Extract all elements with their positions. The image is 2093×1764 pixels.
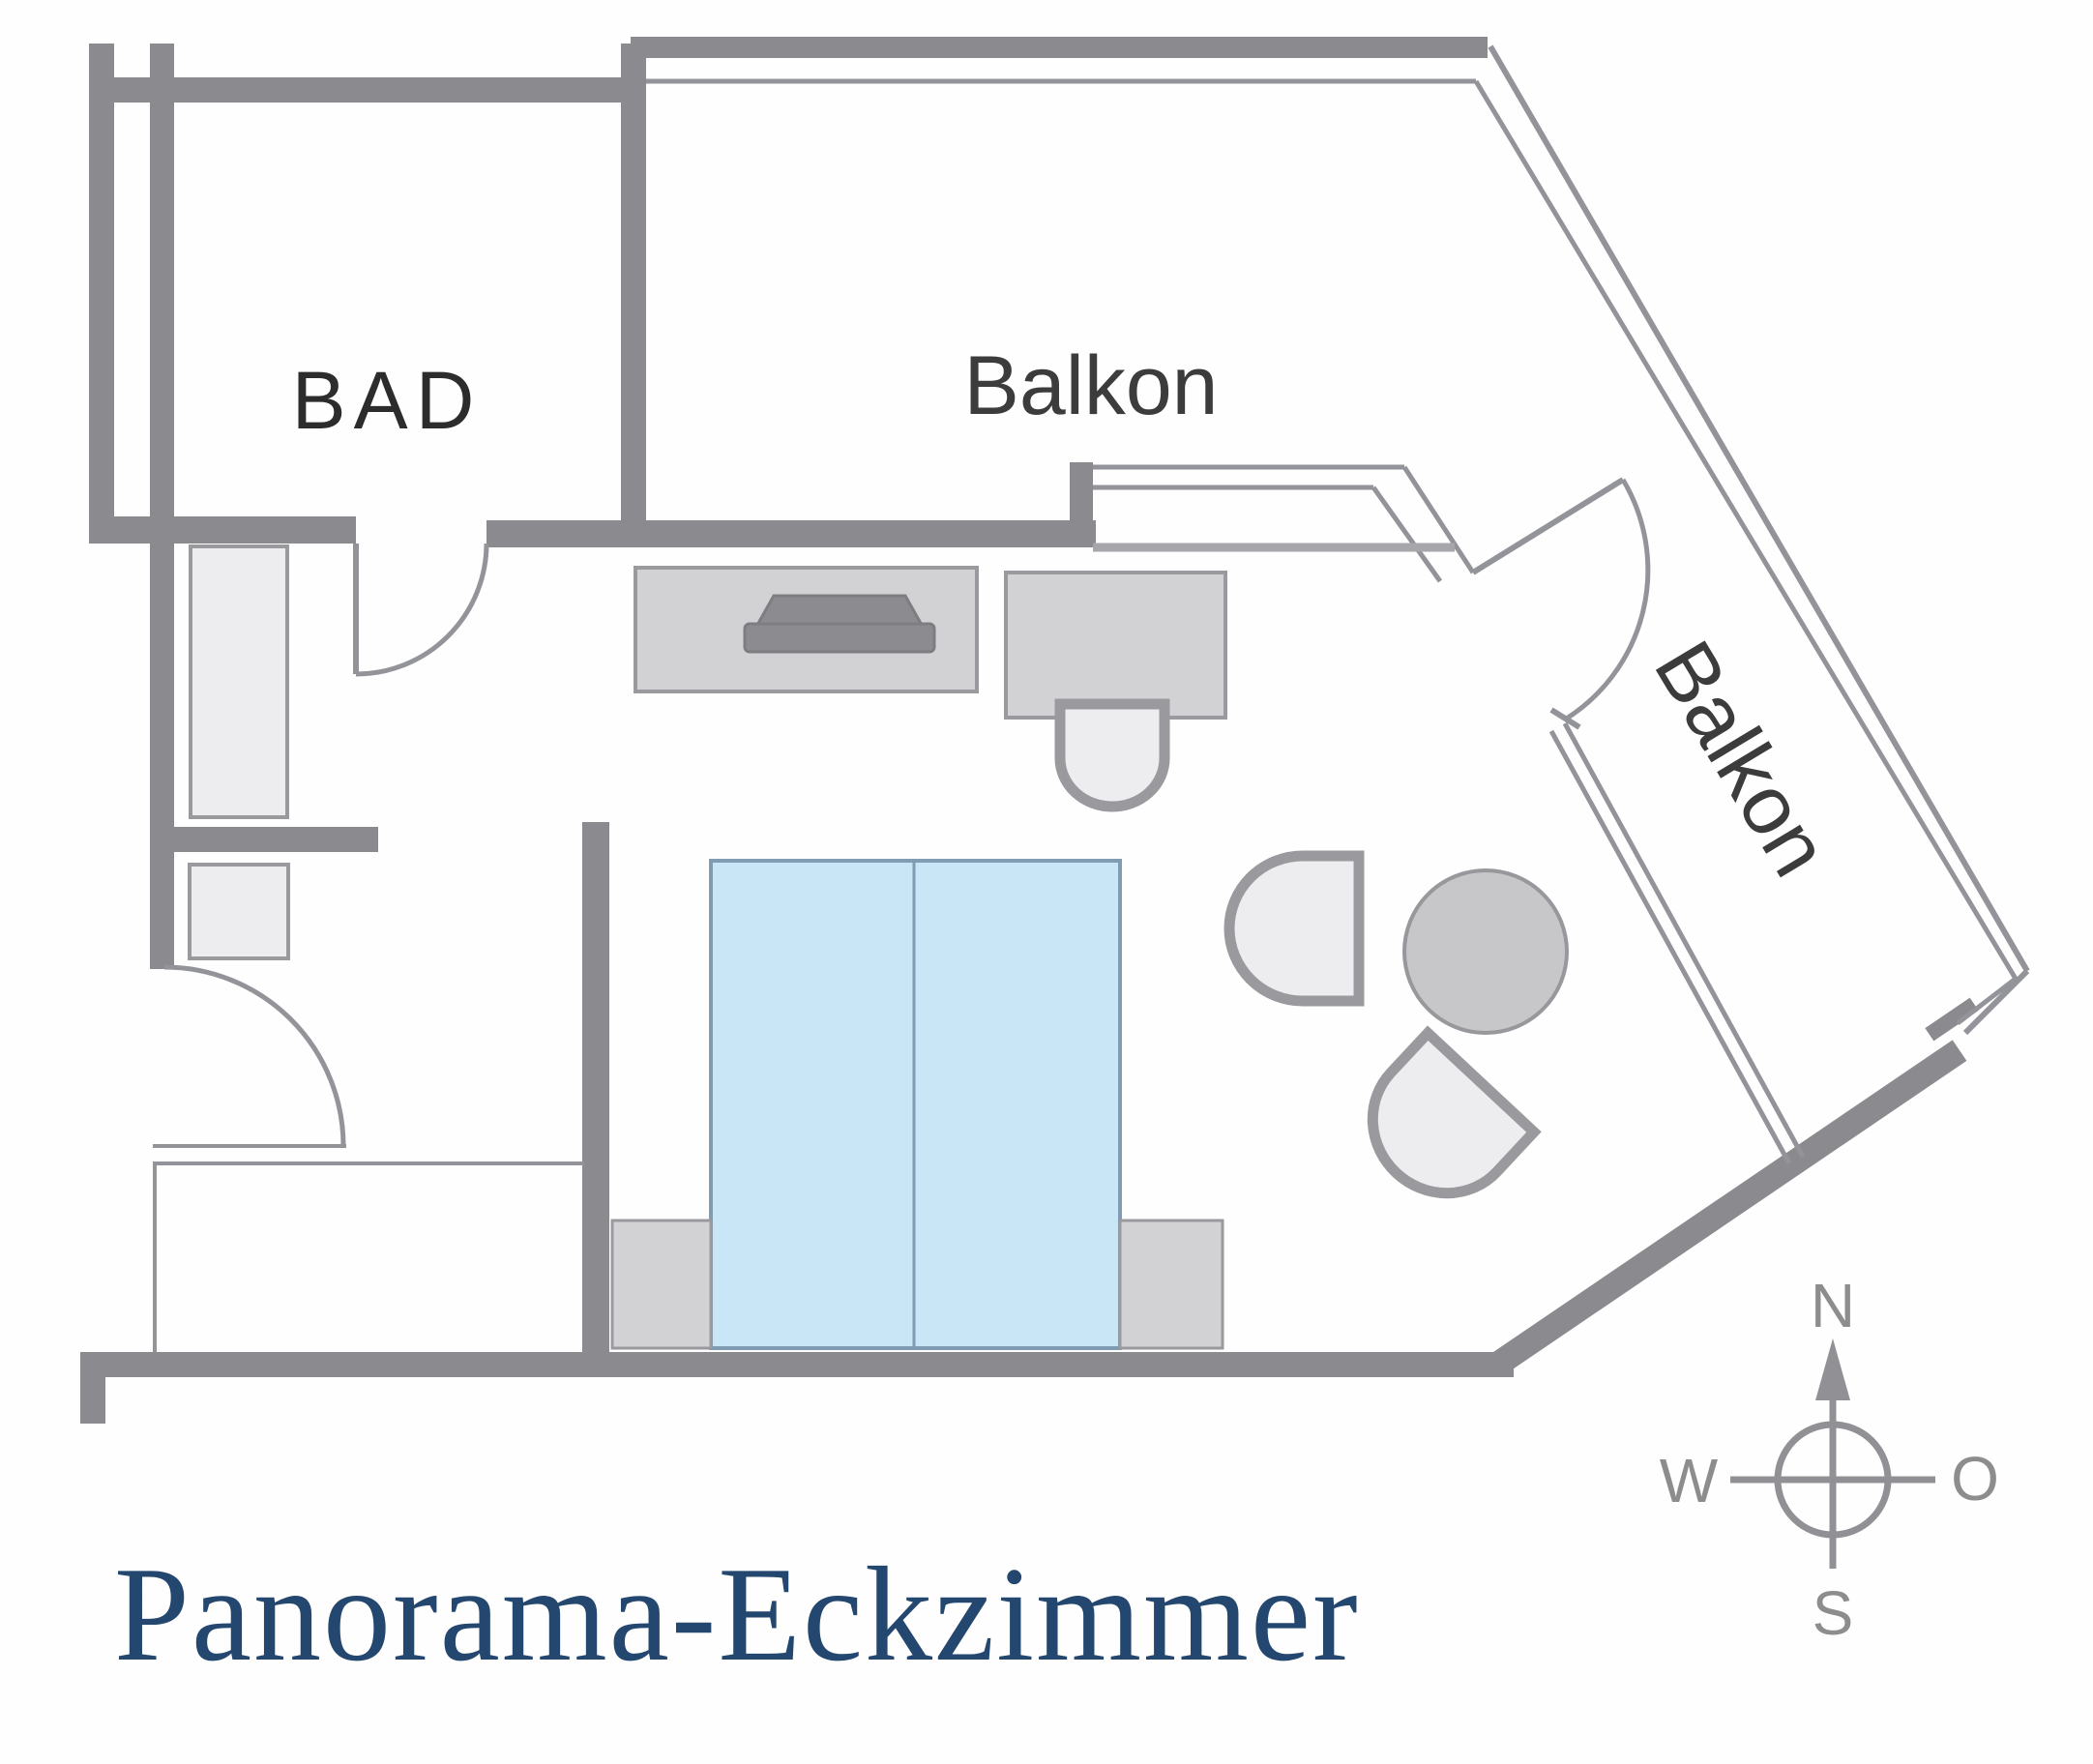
armchair-bottom [1367,1025,1542,1199]
desk-chair [1054,698,1170,812]
compass-label-east: O [1951,1444,1999,1514]
window-pier-stub [1070,462,1093,547]
bathroom-bottom-wall [89,516,356,544]
bathroom-label: BAD [292,355,483,446]
balcony-right-label: Balkon [1636,626,1847,892]
main-top-wall [486,520,1096,547]
armchair-bottom-group [1367,1025,1542,1199]
bathroom-top-wall [89,77,634,103]
side-table [1402,868,1569,1035]
tv-base [743,622,936,654]
inner-left-wall [150,44,174,969]
tv-screen [753,594,926,629]
diagonal-wall-cap [1925,997,1979,1042]
compass-rose: N W O S [1660,1271,1999,1648]
balcony-outer-railing [1488,44,2030,973]
balcony-lower-railing-outer [1562,721,1806,1159]
closet [189,544,289,819]
bench-right [1118,1219,1224,1350]
balcony-lower-railing-inner [1548,729,1792,1165]
balcony-top-label: Balkon [964,339,1219,432]
balcony-top-wall [631,37,1488,58]
diagonal-south-east-wall [1489,1040,1967,1375]
bathroom-door-swing-arc [355,543,489,677]
outer-left-wall [89,44,114,542]
window-diagonal-inner [1371,485,1443,583]
compass-label-north: N [1811,1271,1855,1340]
bottom-wall [80,1352,1514,1377]
entry-door-swing-arc [163,964,346,1147]
balcony-corner-inner-line [1956,977,2018,1025]
plan-title: Panorama-Eckzimmer [114,1540,1360,1690]
balcony-corner-outer-line [1962,968,2030,1036]
compass-north-arrow-icon [1815,1338,1850,1400]
center-wall [582,822,609,1364]
balcony-outer-railing-inner [1473,79,2019,981]
compass-label-south: S [1813,1578,1854,1648]
window-diagonal-outer [1401,465,1476,574]
desk [1004,571,1227,720]
balcony-door-jamb [1549,707,1581,730]
bottom-wall-end-stub [80,1377,105,1424]
balcony-door-swing-arc [1563,478,1651,722]
armchair-top [1223,850,1365,1007]
closet-divider-wall [150,827,378,852]
bench-left [610,1219,713,1350]
compass-label-west: W [1660,1446,1719,1515]
shelf [188,863,290,960]
balcony-door-leaf [1471,477,1625,575]
bathroom-right-wall [621,44,646,547]
